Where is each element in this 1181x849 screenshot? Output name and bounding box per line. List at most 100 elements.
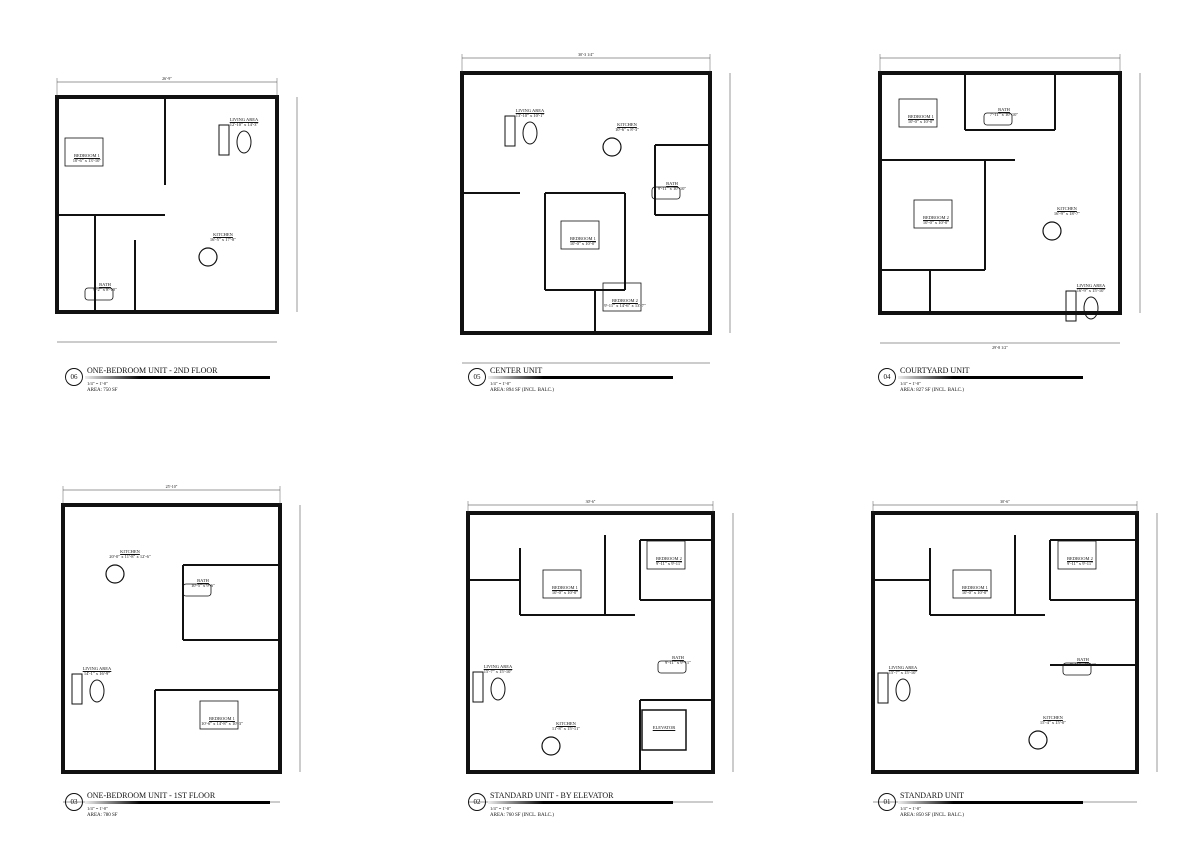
- room-size: 7'-11" x 10'-10": [989, 112, 1019, 117]
- sofa: [71, 673, 83, 705]
- room-label-elevator: ELEVATOR: [653, 725, 676, 730]
- drawing-number: 05: [468, 368, 486, 386]
- dining-table: [1028, 730, 1048, 750]
- bed: [560, 220, 600, 250]
- drawing-title: STANDARD UNIT - BY ELEVATOR: [490, 791, 614, 800]
- title-underline: [488, 801, 673, 804]
- room-name: KITCHEN: [120, 549, 140, 554]
- drawing-scale: 1/4" = 1'-0": [900, 806, 922, 811]
- drawing-scale: 1/4" = 1'-0": [87, 806, 109, 811]
- room-name: LIVING AREA: [483, 664, 513, 669]
- exterior-wall: [460, 71, 712, 335]
- room-name: BATH: [666, 181, 678, 186]
- exterior-wall: [466, 511, 715, 774]
- room-size: 9'-11" x 9'-11": [1067, 561, 1093, 566]
- room-name: LIVING AREA: [888, 665, 918, 670]
- bathtub: [983, 112, 1013, 126]
- room-name: BATH: [1077, 657, 1089, 662]
- coffee-table: [895, 678, 911, 702]
- room-name: LIVING AREA: [82, 666, 112, 671]
- dining-table: [198, 247, 218, 267]
- unit-area: AREA: 750 SF: [87, 388, 118, 393]
- dining-table: [1042, 221, 1062, 241]
- room-name: BATH: [672, 655, 684, 660]
- drawing-title: ONE-BEDROOM UNIT - 1ST FLOOR: [87, 791, 216, 800]
- bed: [542, 569, 582, 599]
- drawing-title: CENTER UNIT: [490, 366, 543, 375]
- exterior-wall: [55, 95, 279, 314]
- room-name: BATH: [998, 107, 1010, 112]
- bed: [602, 282, 642, 312]
- room-size: 16'-9" x 15'-10": [1076, 288, 1106, 293]
- room-name: BEDROOM 2: [656, 556, 682, 561]
- title-underline: [898, 801, 1083, 804]
- room-size: 10'-6" x 8'-3": [614, 127, 640, 132]
- room-size: 10'-0" x 10'-0": [551, 590, 579, 595]
- bed: [646, 540, 686, 570]
- bed: [1057, 540, 1097, 570]
- drawing-scale: 1/4" = 1'-0": [490, 806, 512, 811]
- room-name: KITCHEN: [556, 721, 576, 726]
- room-size: 9'-2" x 8'-10": [92, 287, 118, 292]
- bathtub: [182, 583, 212, 597]
- room-size: 16'-9" x 18'-7": [1053, 211, 1081, 216]
- floor-plan-01: [871, 501, 1158, 803]
- room-name: KITCHEN: [213, 232, 233, 237]
- room-name: LIVING AREA: [229, 117, 259, 122]
- drawing-scale: 1/4" = 1'-0": [490, 381, 512, 386]
- floor-plan-03: [61, 486, 301, 803]
- dining-table: [105, 564, 125, 584]
- title-underline: [898, 376, 1083, 379]
- floor-plan-04: [878, 54, 1141, 344]
- room-size: 9'-11" x 9'-11": [656, 561, 682, 566]
- room-name: BEDROOM 1: [570, 236, 596, 241]
- overall-dimension: 29'-8 1/2": [992, 345, 1008, 350]
- room-size: 9'-11" x 9'-11": [665, 660, 691, 665]
- drawing-title: ONE-BEDROOM UNIT - 2ND FLOOR: [87, 366, 218, 375]
- room-size: 12'-10" x 14'-3": [229, 122, 259, 127]
- room-size: 15'-4" x 15'-0": [1039, 720, 1067, 725]
- room-size: 13'-10" x 10'-1": [515, 113, 545, 118]
- room-size: 9'-11" x 14'-6" x 13'-7": [604, 303, 646, 308]
- room-name: BEDROOM 1: [209, 716, 235, 721]
- room-size: 16'-5" x 17'-8": [209, 237, 237, 242]
- floor-plan-05: [460, 54, 731, 364]
- coffee-table: [89, 679, 105, 703]
- bathtub: [1062, 662, 1092, 676]
- sofa: [877, 672, 889, 704]
- drawing-number: 01: [878, 793, 896, 811]
- dining-table: [602, 137, 622, 157]
- room-size: 10'-0" x 10'-0": [922, 220, 950, 225]
- drawing-scale: 1/4" = 1'-0": [87, 381, 109, 386]
- sofa: [218, 124, 230, 156]
- unit-area: AREA: 850 SF (INCL. BALC.): [900, 813, 964, 818]
- coffee-table: [490, 677, 506, 701]
- room-name: LIVING AREA: [515, 108, 545, 113]
- room-size: 20'-0" x 11'-8" x 12'-6": [109, 554, 151, 559]
- title-underline: [488, 376, 673, 379]
- bathtub: [651, 186, 681, 200]
- overall-dimension: 25'-10": [165, 484, 178, 489]
